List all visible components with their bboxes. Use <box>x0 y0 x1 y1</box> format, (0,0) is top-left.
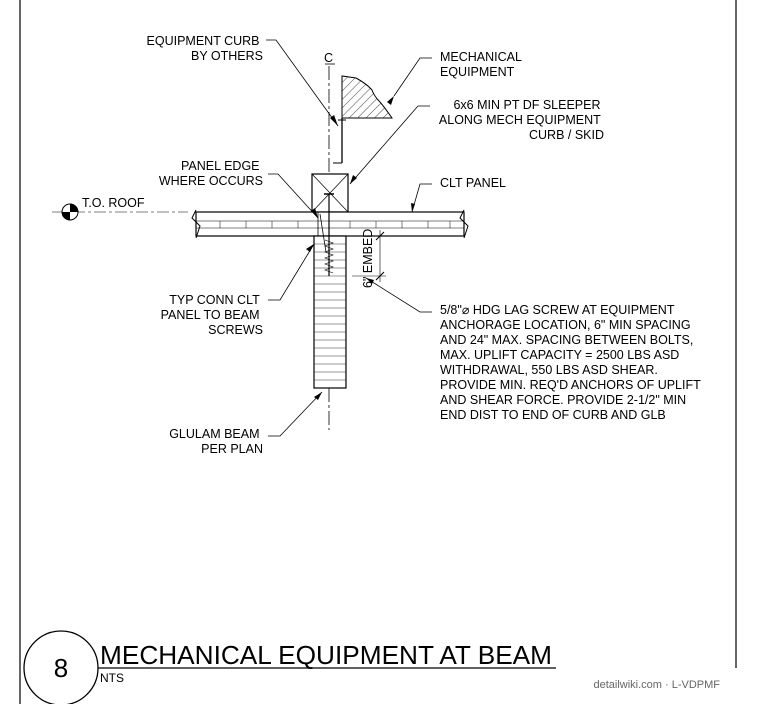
mechanical-equipment-label: MECHANICAL EQUIPMENT <box>440 50 525 79</box>
title-block: 8 MECHANICAL EQUIPMENT AT BEAM NTS <box>23 630 556 704</box>
sleeper-label: 6x6 MIN PT DF SLEEPER ALONG MECH EQUIPME… <box>439 98 604 142</box>
embed-label: 6" EMBED <box>361 229 375 288</box>
detail-title: MECHANICAL EQUIPMENT AT BEAM <box>100 640 552 670</box>
glulam-beam <box>313 235 347 389</box>
equipment-curb-label: EQUIPMENT CURB BY OTHERS <box>147 34 263 63</box>
embed-dimension: 6" EMBED <box>352 229 386 288</box>
equipment-curb <box>333 118 346 164</box>
detail-number: 8 <box>54 653 68 683</box>
conn-screw <box>319 213 327 253</box>
clt-panel-label: CLT PANEL <box>440 176 506 190</box>
lag-screw-note: 5/8"⌀ HDG LAG SCREW AT EQUIPMENT ANCHORA… <box>440 303 704 422</box>
mechanical-equipment <box>341 75 393 119</box>
clt-panel <box>191 209 469 239</box>
leader-arrowheads <box>306 96 415 400</box>
roof-level-marker: T.O. ROOF <box>52 196 188 221</box>
glulam-beam-label: GLULAM BEAM PER PLAN <box>169 427 263 456</box>
watermark: detailwiki.com · L-VDPMF <box>593 679 720 691</box>
conn-screws-label: TYP CONN CLT PANEL TO BEAM SCREWS <box>161 293 263 337</box>
centerline-symbol: C <box>324 51 333 65</box>
detail-scale: NTS <box>100 671 124 685</box>
leader-lines <box>266 39 432 437</box>
sheet-border <box>19 0 737 704</box>
panel-edge-label: PANEL EDGE WHERE OCCURS <box>159 159 263 188</box>
sleeper-6x6 <box>311 173 349 213</box>
lag-screw <box>324 193 334 276</box>
roof-level-label: T.O. ROOF <box>82 196 145 210</box>
